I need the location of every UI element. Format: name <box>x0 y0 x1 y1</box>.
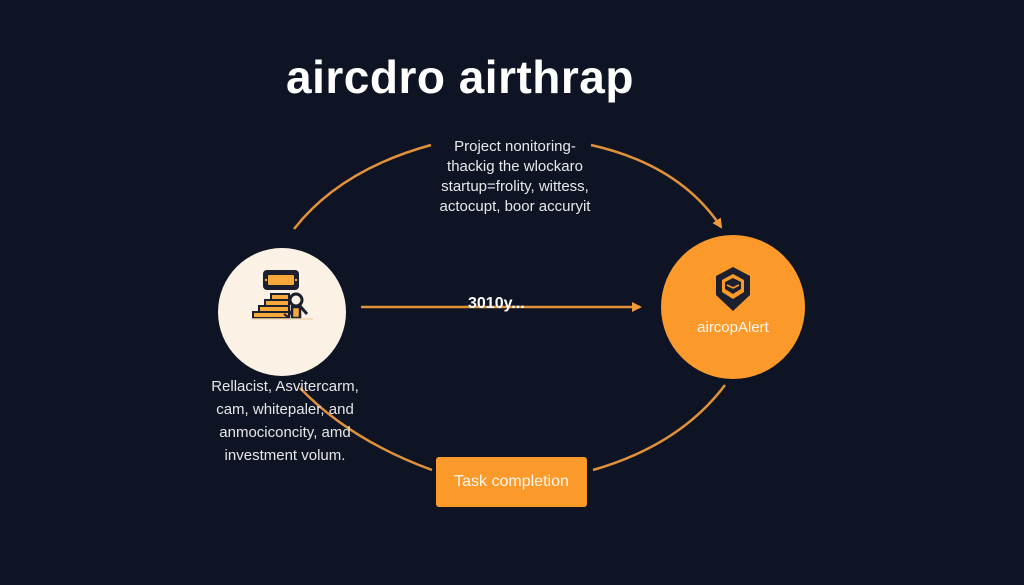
location-shield-icon <box>716 267 750 311</box>
left-node-caption: Rellacist, Asvitercarm, cam, whitepaler,… <box>190 375 380 467</box>
arc-top-left <box>293 143 432 230</box>
diagram-title: aircdro airthrap <box>0 50 1024 104</box>
left-caption-line: anmociconcity, amd <box>219 424 351 441</box>
top-description-line: startup=frolity, wittess, <box>441 178 589 195</box>
stairs-award-icon <box>251 270 313 320</box>
left-caption-line: investment volum. <box>224 447 346 464</box>
left-node-circle <box>218 248 346 376</box>
top-description: Project nonitoring- thackig the wlockaro… <box>405 137 625 217</box>
top-description-line: Project nonitoring- <box>454 138 576 155</box>
arc-top-right <box>590 143 723 229</box>
top-description-line: actocupt, boor accuryit <box>439 198 591 215</box>
top-description-line: thackig the wlockaro <box>447 158 583 175</box>
connector-label: 3010y... <box>468 295 525 312</box>
arc-bottom-left <box>299 387 433 472</box>
task-completion-label: Task completion <box>454 473 569 490</box>
right-node-circle: aircopAlert <box>661 235 805 379</box>
arc-bottom-right <box>592 384 726 472</box>
right-node-label: aircopAlert <box>697 319 769 336</box>
diagram-title-text: aircdro airthrap <box>286 51 634 103</box>
left-caption-line: Rellacist, Asvitercarm, <box>211 378 359 395</box>
task-completion-node[interactable]: Task completion <box>436 457 587 507</box>
left-caption-line: cam, whitepaler, and <box>216 401 354 418</box>
